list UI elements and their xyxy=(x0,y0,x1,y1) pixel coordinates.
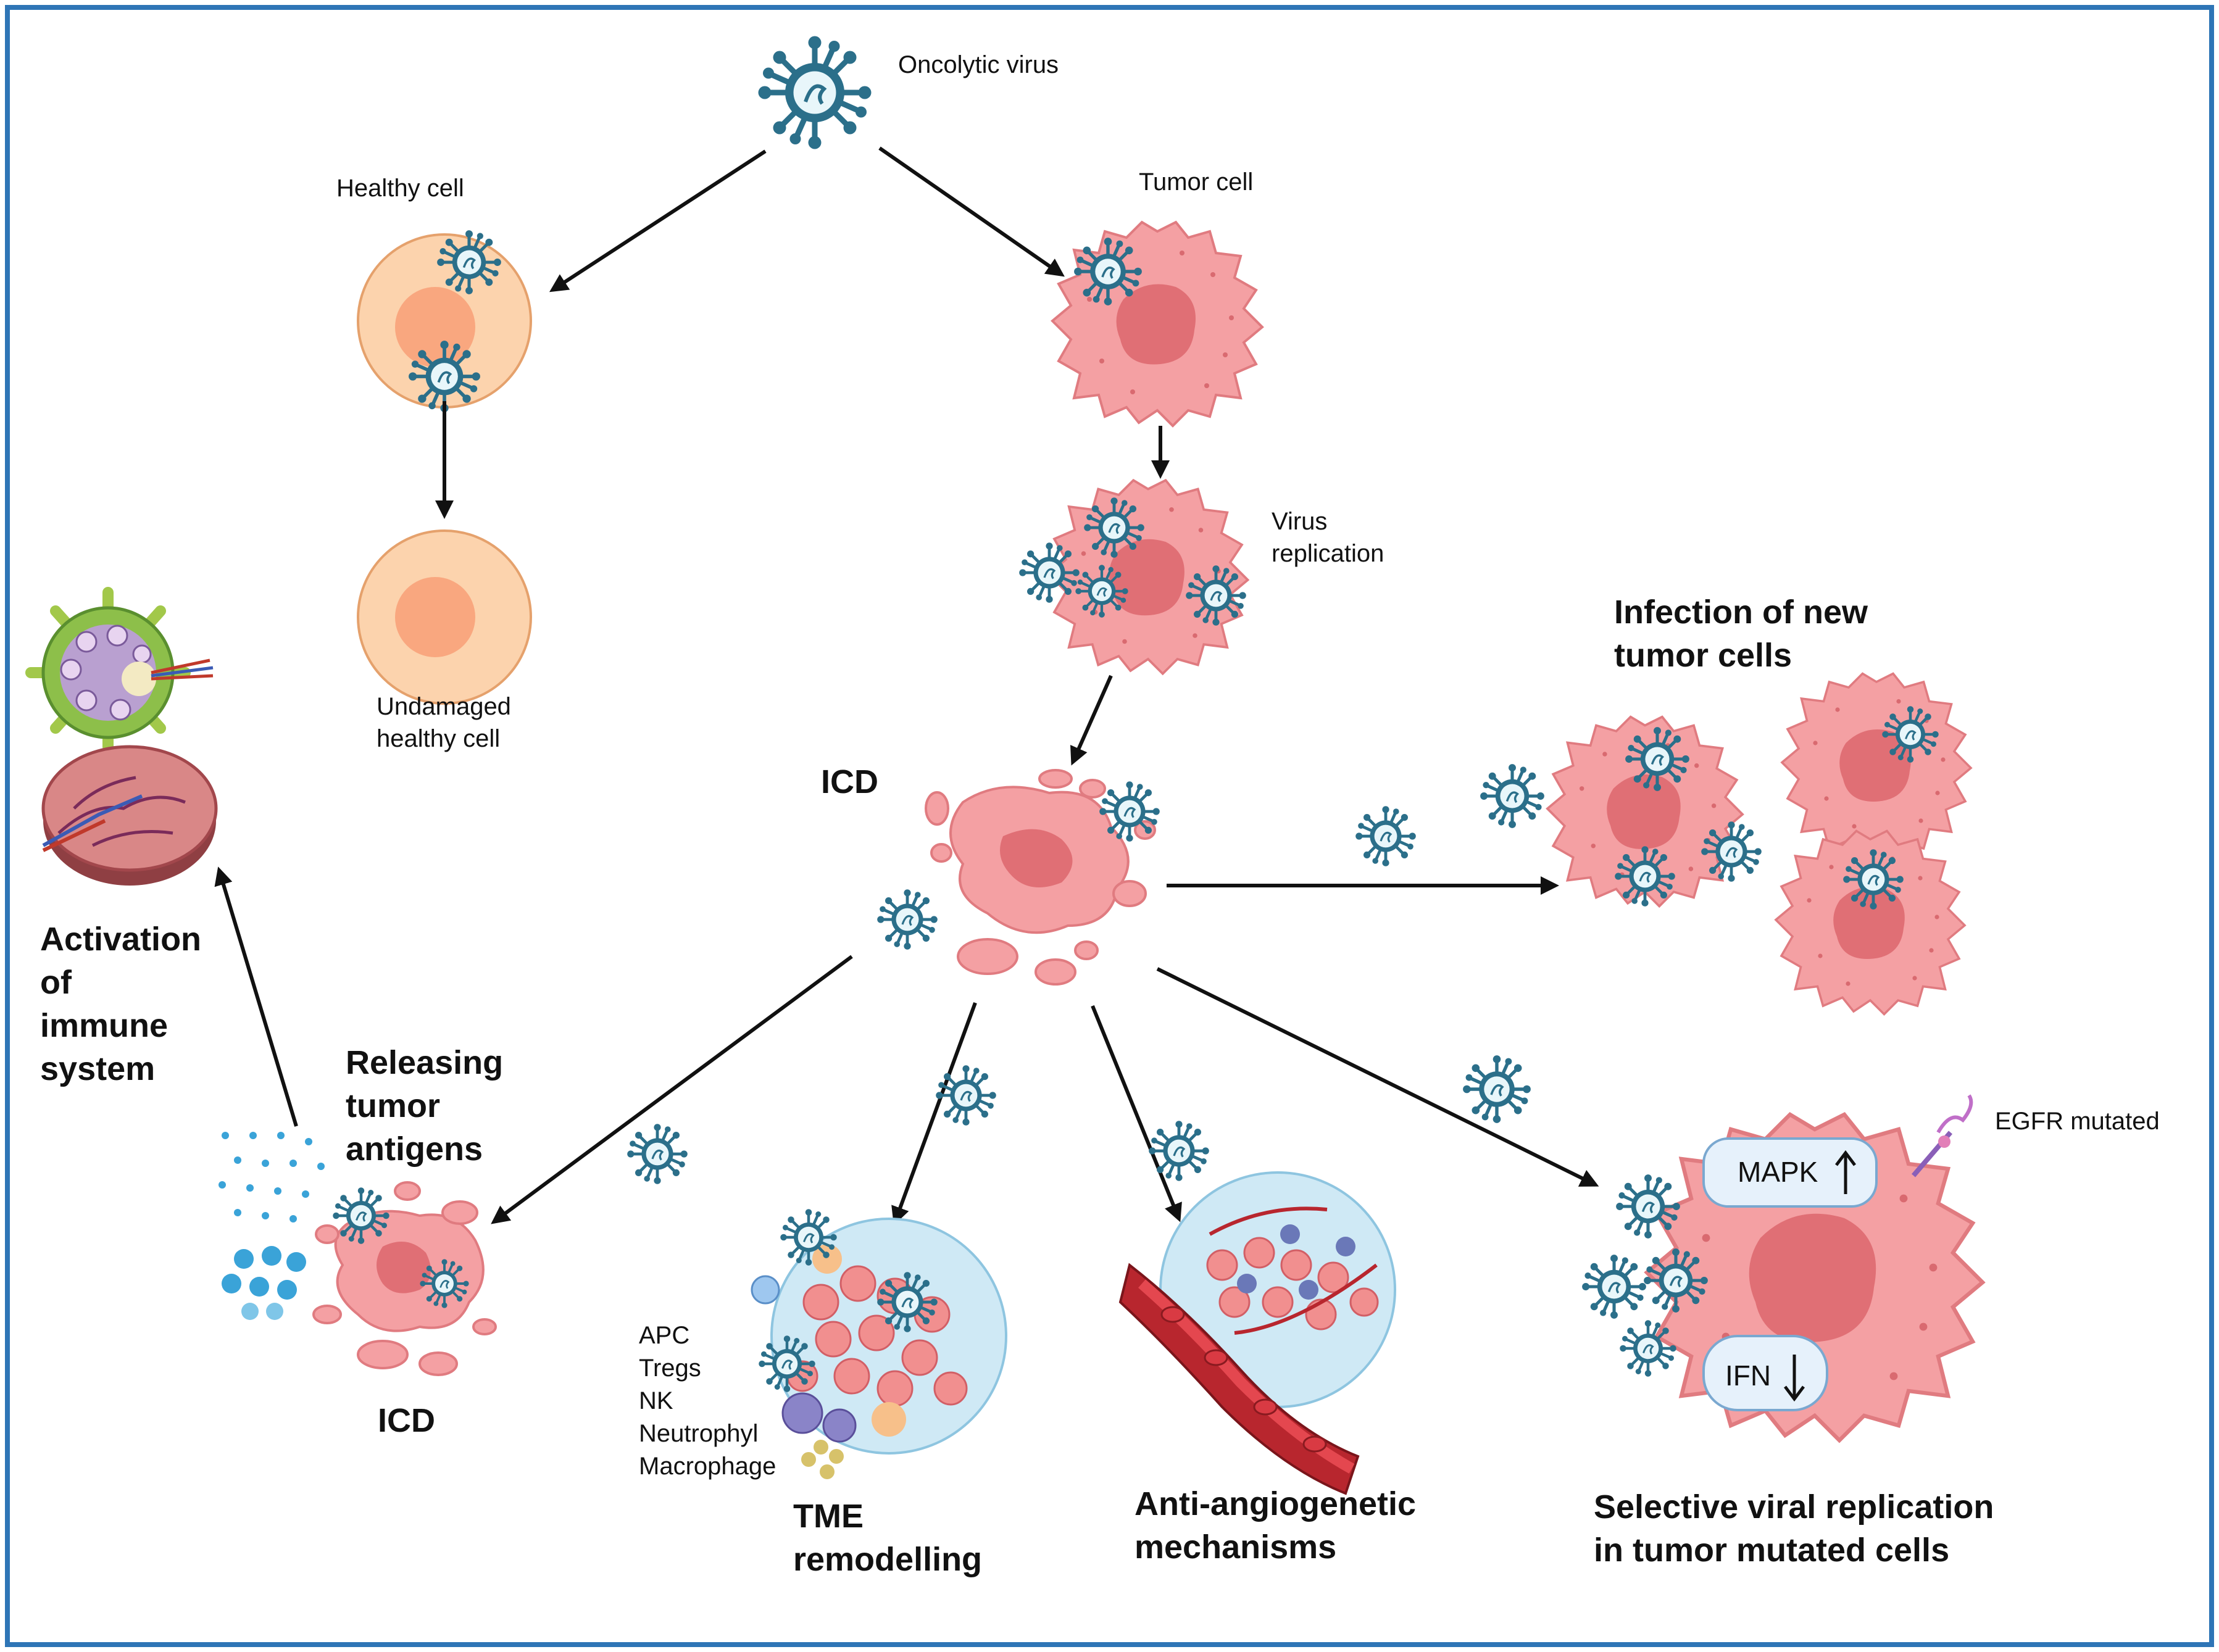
healthy-cell-label: Healthy cell xyxy=(336,175,464,202)
tme-list-nk: NK xyxy=(639,1387,673,1414)
virus-replication-label-1: Virus xyxy=(1272,508,1327,535)
activation-label-1: Activation xyxy=(40,921,201,958)
antigen-dots xyxy=(219,1132,325,1320)
virus-icon xyxy=(1644,1248,1708,1313)
virus-icon xyxy=(877,1272,938,1332)
virus-icon xyxy=(1843,849,1904,910)
virus-icon xyxy=(780,1209,837,1266)
tme-list-neutrophyl: Neutrophyl xyxy=(639,1420,758,1447)
ifn-label: IFN xyxy=(1725,1359,1771,1392)
arrow-to-healthy xyxy=(549,149,767,293)
releasing-label-3: antigens xyxy=(346,1131,483,1168)
replicating-tumor-cell xyxy=(1047,479,1249,675)
tumor-vasculature xyxy=(1118,1171,1396,1495)
virus-icon xyxy=(627,1124,688,1184)
virus-icon xyxy=(1084,497,1144,558)
tme-list-macrophage: Macrophage xyxy=(639,1453,776,1480)
tme-cluster xyxy=(751,1218,1007,1479)
ifn-box: IFN xyxy=(1702,1335,1828,1411)
activation-label-2: of xyxy=(40,964,72,1001)
virus-icon xyxy=(1480,764,1544,828)
virus-icon xyxy=(1615,846,1675,907)
releasing-label-1: Releasing xyxy=(346,1044,503,1081)
mutated-tumor-cell xyxy=(1647,1114,1983,1440)
virus-icon xyxy=(877,889,938,950)
arrow-down-icon xyxy=(1784,1355,1805,1402)
tme-list-tregs: Tregs xyxy=(639,1355,701,1382)
virus-icon xyxy=(1616,1174,1680,1239)
releasing-label-2: tumor xyxy=(346,1087,440,1124)
frame xyxy=(5,5,2214,1647)
virus-icon xyxy=(1625,727,1689,791)
tme-label-2: remodelling xyxy=(793,1541,982,1578)
arrow-to-releasing xyxy=(491,955,853,1224)
undamaged-label-1: Undamaged xyxy=(377,693,511,720)
icd-left-nucleus xyxy=(377,1242,431,1293)
oncolytic-virus-icon xyxy=(759,36,872,149)
virus-icon xyxy=(1186,565,1246,626)
virus-icon xyxy=(1149,1121,1209,1181)
egfr-receptor-icon xyxy=(1911,1094,1973,1177)
virus-icon xyxy=(437,230,501,294)
tumor-cell-label: Tumor cell xyxy=(1139,168,1253,196)
egfr-label: EGFR mutated xyxy=(1995,1108,2160,1135)
virus-icon xyxy=(1075,565,1128,617)
virus-icon xyxy=(1701,821,1762,882)
virus-icon xyxy=(333,1187,389,1244)
new-tumor-cell xyxy=(1781,672,1972,858)
arrow-to-immune xyxy=(214,866,298,1127)
activation-label-3: immune xyxy=(40,1007,168,1044)
virus-icon xyxy=(936,1065,996,1126)
virus-icon xyxy=(1019,542,1080,603)
arrow-to-selective xyxy=(1156,967,1599,1187)
new-tumor-cell xyxy=(1775,829,1966,1016)
virus-icon xyxy=(1074,238,1142,305)
mapk-label: MAPK xyxy=(1738,1156,1818,1188)
arrow-up-icon xyxy=(1835,1150,1856,1194)
tme-list-apc: APC xyxy=(639,1322,689,1349)
infection-label-2: tumor cells xyxy=(1614,637,1792,674)
virus-icon xyxy=(418,1258,470,1310)
activation-label-4: system xyxy=(40,1050,155,1087)
virus-icon xyxy=(1099,781,1160,842)
tme-label-1: TME xyxy=(793,1498,864,1535)
arrow-to-tme xyxy=(891,1002,977,1226)
selective-label-2: in tumor mutated cells xyxy=(1594,1532,1949,1569)
anti-angiogenetic-label-1: Anti-angiogenetic xyxy=(1134,1485,1416,1522)
virus-icon xyxy=(1582,1255,1646,1319)
infection-label-1: Infection of new xyxy=(1614,594,1868,631)
virus-icon xyxy=(759,1335,815,1392)
oncolytic-virus-label: Oncolytic virus xyxy=(898,51,1059,78)
virus-icon xyxy=(1882,706,1939,763)
arrow-to-icd xyxy=(1070,674,1113,766)
arrow-to-tumor xyxy=(878,146,1065,277)
arrow-to-anti-angiogenetic xyxy=(1091,1005,1182,1222)
icd-nucleus xyxy=(1000,829,1073,887)
mapk-box: MAPK xyxy=(1702,1137,1878,1208)
spleen-icon xyxy=(41,745,218,886)
virus-icon xyxy=(1355,806,1416,866)
virus-replication-label-2: replication xyxy=(1272,540,1384,567)
lymph-node-icon xyxy=(25,587,214,752)
virus-icon xyxy=(1463,1055,1531,1123)
virus-icon xyxy=(1620,1320,1676,1377)
icd-left-label: ICD xyxy=(378,1402,435,1439)
anti-angiogenetic-label-2: mechanisms xyxy=(1134,1529,1336,1566)
icd-center-label: ICD xyxy=(821,763,878,800)
undamaged-label-2: healthy cell xyxy=(377,725,500,752)
selective-label-1: Selective viral replication xyxy=(1594,1488,1994,1525)
undamaged-healthy-cell xyxy=(357,529,532,705)
